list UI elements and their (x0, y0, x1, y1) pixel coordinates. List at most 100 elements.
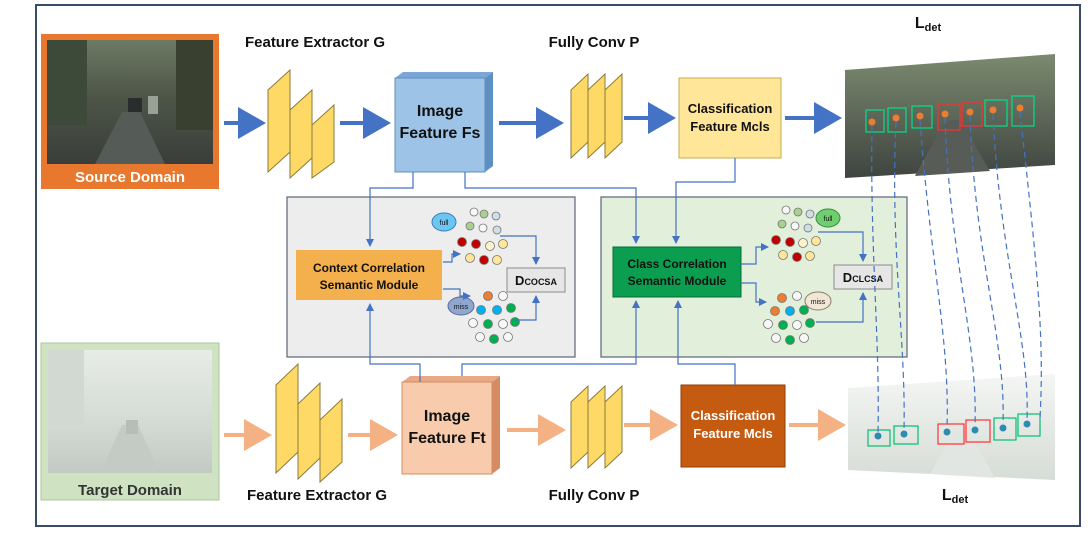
node (770, 306, 780, 316)
det-point (941, 110, 949, 118)
det-point (1023, 420, 1031, 428)
context-full-label: full (440, 220, 449, 227)
ldet-bottom-sub: det (952, 494, 969, 506)
clsb-to-class (674, 300, 736, 385)
context-full-tag (431, 212, 457, 232)
fe-bot-layer-3 (319, 397, 343, 484)
feature-extractor-bottom-label: Feature Extractor G (247, 487, 387, 504)
source-car (128, 98, 142, 112)
node (491, 211, 501, 221)
ft-box-side (492, 376, 500, 474)
node (498, 239, 508, 249)
node (792, 291, 802, 301)
ldet-top-label: Ldet (915, 15, 942, 34)
node (799, 333, 809, 343)
classification-top-box (678, 77, 782, 159)
dashed-link (871, 125, 879, 433)
det-box (911, 105, 933, 129)
fs-box-side (485, 72, 493, 172)
bottom-detection-boxes (867, 413, 1041, 447)
fs-box-front (394, 77, 486, 173)
d-clcsa-box (833, 264, 893, 290)
node (785, 306, 795, 316)
node (503, 332, 513, 342)
node (790, 221, 800, 231)
ft-to-class (461, 300, 640, 376)
context-bottom-to-d (516, 295, 540, 321)
det-box (1011, 95, 1035, 127)
node (475, 332, 485, 342)
node (792, 320, 802, 330)
node (777, 219, 787, 229)
det-box (865, 109, 885, 133)
context-top-to-d (500, 235, 540, 265)
det-point (989, 106, 997, 114)
fc-bot-layer-3 (604, 384, 623, 470)
det-box (984, 99, 1008, 127)
det-point (999, 424, 1007, 432)
bottom-detection-points (874, 420, 1031, 440)
ft-label-line1: Image (424, 408, 470, 425)
classification-bottom-line2: Feature Mcls (693, 426, 772, 441)
detection-image-bottom (848, 374, 1055, 480)
node (465, 253, 475, 263)
context-miss-tag (447, 296, 475, 316)
fs-label-line2: Feature Fs (400, 125, 481, 142)
node (489, 334, 499, 344)
context-module-line2: Semantic Module (320, 278, 419, 292)
det-point (971, 426, 979, 434)
node (498, 319, 508, 329)
target-domain-panel: Target Domain (40, 342, 220, 501)
node (805, 209, 815, 219)
node (506, 303, 516, 313)
ldet-top-sub: det (925, 22, 942, 34)
ft-box-top (402, 376, 500, 382)
d-cocsa-main: D (515, 273, 524, 288)
node (778, 320, 788, 330)
node (781, 205, 791, 215)
classification-top: Classification Feature Mcls (678, 77, 782, 159)
node (468, 318, 478, 328)
detection-image-top (845, 54, 1055, 178)
node (771, 333, 781, 343)
top-detection-points (868, 104, 1024, 126)
source-road (95, 112, 165, 164)
det-point (943, 428, 951, 436)
dashed-link (894, 121, 905, 431)
node (803, 223, 813, 233)
target-road (100, 425, 160, 473)
d-clcsa-main: D (843, 270, 852, 285)
classification-top-line2: Feature Mcls (690, 119, 769, 134)
class-miss-tag (804, 291, 832, 311)
top-detection-boxes (865, 95, 1035, 133)
top-flow-arrows (224, 102, 842, 139)
context-to-bottom-nodes (443, 288, 471, 300)
class-top-to-d (818, 231, 867, 262)
cls-to-class (672, 158, 736, 244)
feature-extractor-top-label: Feature Extractor G (245, 34, 385, 51)
node (510, 317, 520, 327)
det-point (874, 432, 882, 440)
node (492, 305, 502, 315)
node (799, 305, 809, 315)
ldet-bottom-label: Ldet (942, 487, 969, 506)
class-node-cluster-top (771, 205, 821, 262)
classification-top-line1: Classification (688, 101, 773, 116)
det-box (867, 429, 891, 447)
d-clcsa-label: DCLCSA (843, 270, 884, 285)
node (785, 335, 795, 345)
source-building-left (47, 40, 87, 125)
node (498, 291, 508, 301)
det-box (1017, 413, 1041, 437)
node (763, 319, 773, 329)
node (798, 238, 808, 248)
ldet-top-main: L (915, 15, 925, 32)
dashed-correspondences (871, 111, 1042, 433)
classification-bottom-box (680, 384, 786, 468)
class-module-line1: Class Correlation (627, 257, 726, 271)
d-clcsa-sub: CLCSA (852, 274, 883, 284)
bottom-flow-arrows (224, 409, 846, 451)
dashed-link (944, 117, 976, 427)
d-cocsa-label: DCOCSA (515, 273, 557, 288)
source-domain-label: Source Domain (75, 169, 185, 186)
